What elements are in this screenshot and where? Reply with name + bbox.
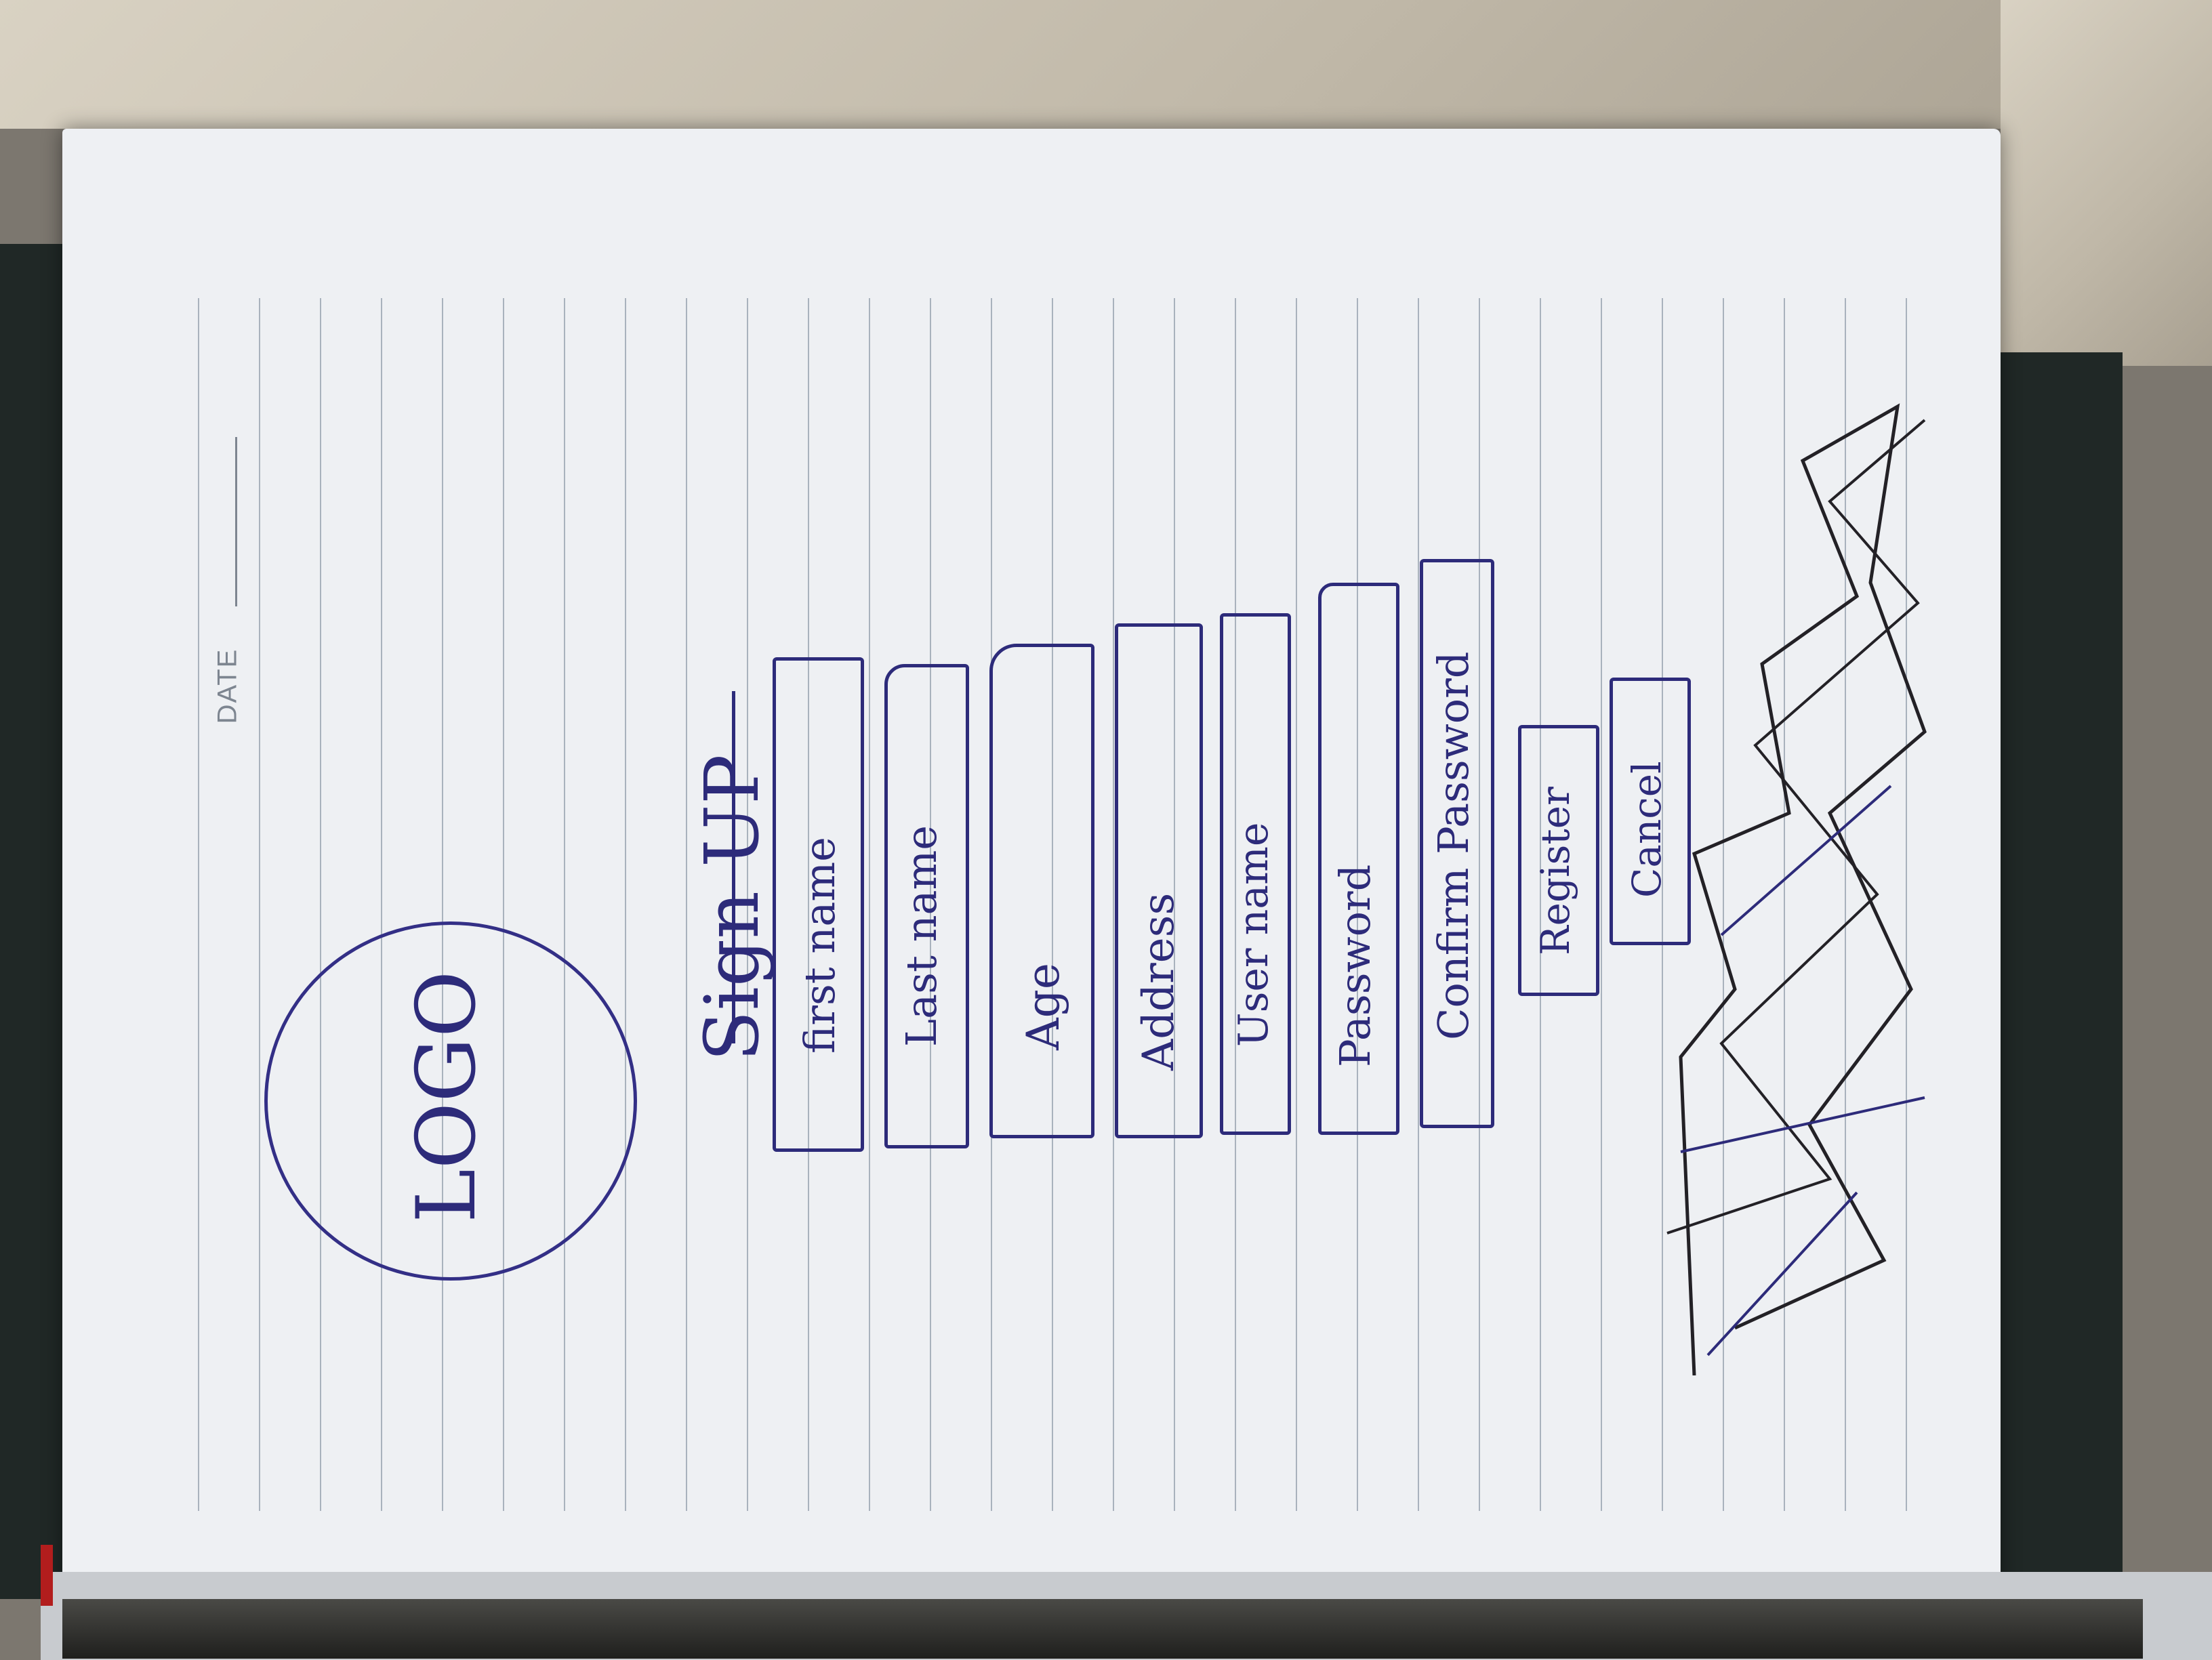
heading-underline bbox=[732, 691, 735, 1043]
ruled-line bbox=[1540, 298, 1541, 1511]
notebook-spine bbox=[0, 244, 64, 1599]
ruled-line bbox=[198, 298, 199, 1511]
date-line bbox=[235, 437, 237, 606]
ruled-line bbox=[1845, 298, 1846, 1511]
ruled-line bbox=[1784, 298, 1785, 1511]
notebook-cover bbox=[2001, 352, 2123, 1640]
register-button[interactable] bbox=[1518, 725, 1599, 996]
ruled-line bbox=[1113, 298, 1114, 1511]
logo-text: LOGO bbox=[400, 970, 494, 1223]
ruled-line bbox=[1174, 298, 1175, 1511]
ruled-line bbox=[747, 298, 748, 1511]
ruled-line bbox=[930, 298, 931, 1511]
ruled-line bbox=[1601, 298, 1602, 1511]
ruled-line bbox=[625, 298, 626, 1511]
ruled-line bbox=[442, 298, 443, 1511]
address-label: Address bbox=[1134, 892, 1184, 1071]
first-name-field[interactable] bbox=[773, 657, 864, 1152]
last-name-label: Last name bbox=[897, 825, 946, 1047]
password-label: Password bbox=[1330, 864, 1380, 1067]
ruled-line bbox=[1906, 298, 1907, 1511]
ruled-line bbox=[1418, 298, 1419, 1511]
signature-scribble bbox=[1666, 403, 1927, 1375]
ruled-line bbox=[503, 298, 504, 1511]
confirm-password-label: Confirm Password bbox=[1429, 651, 1478, 1040]
ruled-line bbox=[1479, 298, 1480, 1511]
register-label: Register bbox=[1532, 787, 1578, 955]
logo-circle bbox=[264, 921, 637, 1281]
ruled-line bbox=[259, 298, 260, 1511]
cancel-button[interactable] bbox=[1610, 678, 1691, 945]
date-label: DATE bbox=[212, 648, 243, 724]
ruled-line bbox=[381, 298, 382, 1511]
ruled-line bbox=[1296, 298, 1297, 1511]
ruled-line bbox=[1723, 298, 1724, 1511]
ruled-line bbox=[1357, 298, 1358, 1511]
ruled-line bbox=[1662, 298, 1663, 1511]
age-field[interactable] bbox=[989, 644, 1094, 1138]
age-label: Age bbox=[1017, 963, 1069, 1050]
bookmark-ribbon bbox=[41, 1545, 53, 1606]
ruled-line bbox=[320, 298, 321, 1511]
ruled-line bbox=[1235, 298, 1236, 1511]
notebook-bottom-shadow bbox=[62, 1599, 2143, 1659]
background-surface-right bbox=[2001, 0, 2212, 366]
address-field[interactable] bbox=[1115, 623, 1203, 1138]
background-surface bbox=[0, 0, 2212, 129]
ruled-line bbox=[686, 298, 687, 1511]
last-name-field[interactable] bbox=[884, 664, 969, 1148]
ruled-line bbox=[564, 298, 565, 1511]
username-field[interactable] bbox=[1220, 613, 1291, 1135]
confirm-password-field[interactable] bbox=[1420, 559, 1494, 1128]
notebook-page: DATE bbox=[62, 129, 2001, 1613]
ruled-line bbox=[808, 298, 809, 1511]
password-field[interactable] bbox=[1318, 583, 1399, 1135]
first-name-label: first name bbox=[795, 837, 844, 1054]
ruled-line bbox=[869, 298, 870, 1511]
username-label: User name bbox=[1230, 822, 1277, 1047]
ruled-line bbox=[1052, 298, 1053, 1511]
